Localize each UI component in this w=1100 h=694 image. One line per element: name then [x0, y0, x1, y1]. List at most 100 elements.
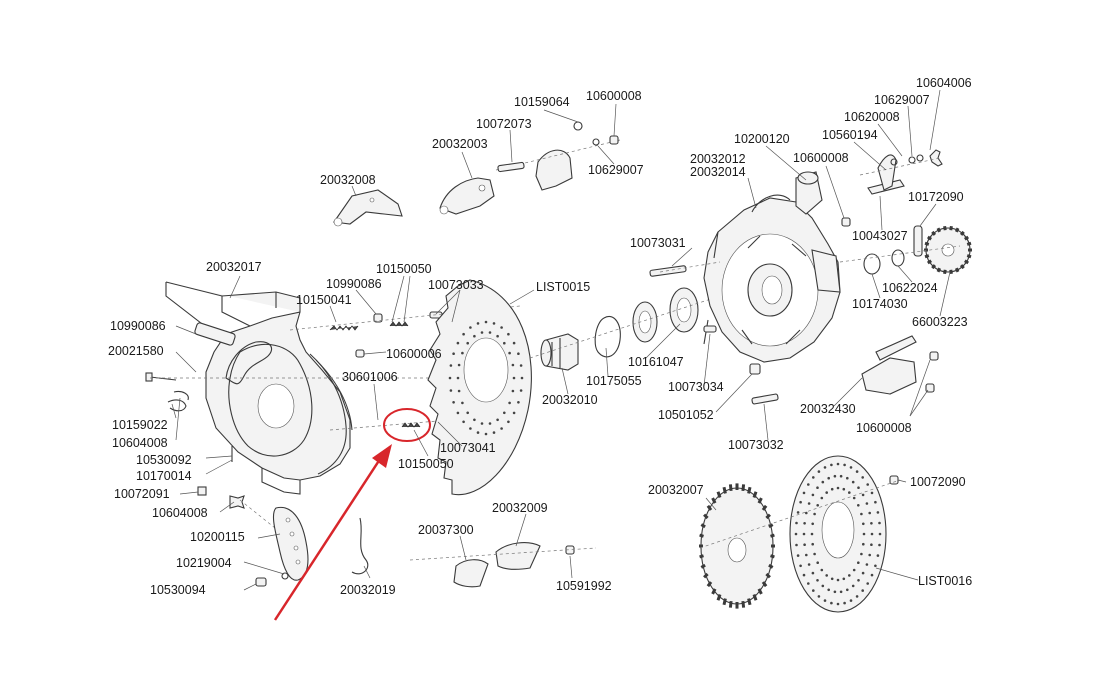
sprocket-tooth — [711, 497, 717, 504]
disc-hole — [496, 334, 499, 338]
disc-hole — [496, 418, 499, 422]
sprocket-tooth — [768, 563, 774, 569]
disc-hole — [820, 496, 824, 500]
disc-hole — [817, 470, 821, 473]
label-30601006: 30601006 — [342, 370, 398, 384]
disc-hole — [821, 584, 825, 588]
right-top-small-parts — [839, 149, 972, 275]
disc-hole — [807, 483, 810, 486]
label-10604008: 10604008 — [112, 436, 168, 450]
disc-hole — [805, 511, 808, 515]
left-hopper-housing — [165, 281, 353, 495]
disc-hole — [874, 500, 877, 504]
sprocket-66003223 — [924, 225, 972, 275]
label-10600008: 10600008 — [856, 421, 912, 435]
disc-hole — [878, 543, 881, 547]
disc-hole — [820, 568, 824, 572]
label-10629007: 10629007 — [874, 93, 930, 107]
label-20032009: 20032009 — [492, 501, 548, 515]
agitator-parts — [255, 506, 369, 587]
sprocket-tooth — [703, 572, 709, 579]
sprocket-tooth — [716, 491, 722, 498]
label-10150041: 10150041 — [296, 293, 352, 307]
disc-hole — [876, 511, 880, 514]
disc-hole — [512, 411, 516, 415]
disc-hole — [795, 521, 798, 525]
sprocket-tooth — [936, 227, 942, 233]
disc-hole — [830, 463, 833, 467]
disc-hole — [816, 504, 819, 507]
disc-hole — [825, 574, 828, 577]
label-10604008: 10604008 — [152, 506, 208, 520]
sprocket-tooth — [747, 598, 752, 606]
sprocket-tooth — [700, 523, 706, 529]
sprocket-tooth — [711, 588, 717, 595]
sprocket-tooth — [959, 230, 965, 236]
disc-hole — [825, 491, 828, 494]
disc-hole — [508, 401, 511, 405]
disc-hole — [870, 532, 874, 536]
sprocket-tooth — [770, 533, 775, 538]
disc-hole — [857, 561, 860, 564]
disc-hole — [466, 341, 470, 345]
sprocket-tooth — [722, 486, 727, 494]
sprocket-tooth — [722, 598, 727, 606]
sprocket-tooth — [728, 600, 733, 608]
wear-plates — [409, 542, 597, 588]
disc-hole — [476, 431, 480, 434]
disc-hole — [821, 480, 825, 484]
disc-hole — [517, 401, 520, 404]
disc-hole — [484, 320, 488, 324]
label-20032017: 20032017 — [206, 260, 262, 274]
label-10170014: 10170014 — [136, 469, 192, 483]
disc-hole — [827, 588, 830, 592]
disc-hole — [462, 420, 465, 424]
label-20032003: 20032003 — [432, 137, 488, 151]
disc-hole — [836, 602, 840, 606]
disc-hole — [857, 486, 860, 490]
disc-hole — [812, 589, 815, 592]
bracket-20032008 — [333, 189, 403, 227]
disc-hole — [811, 571, 815, 575]
disc-hole — [457, 363, 461, 367]
disc-hole — [452, 352, 455, 356]
disc-hole — [512, 376, 516, 380]
highlight-arrow — [273, 455, 384, 621]
label-20021580: 20021580 — [108, 344, 164, 358]
disc-hole — [507, 420, 510, 424]
label-10530092: 10530092 — [136, 453, 192, 467]
disc-hole — [811, 493, 815, 497]
disc-hole — [866, 582, 869, 585]
disc-hole — [500, 326, 503, 329]
seed-disc-list0016 — [699, 455, 901, 613]
sprocket-tooth — [765, 513, 771, 520]
sprocket-tooth — [741, 600, 746, 608]
disc-hole — [511, 389, 515, 393]
highlight-circle — [383, 408, 431, 442]
disc-hole — [519, 364, 523, 367]
sprocket-tooth — [931, 264, 937, 270]
label-list0015: LIST0015 — [536, 280, 590, 294]
disc-hole — [794, 532, 798, 536]
disc-hole — [839, 590, 843, 594]
part-number-labels: 10604006 10629007 10620008 10560194 1060… — [108, 76, 972, 597]
disc-hole — [874, 564, 877, 568]
disc-hole — [480, 422, 484, 425]
disc-hole — [492, 322, 496, 325]
sprocket-tooth — [765, 572, 771, 579]
disc-holes-list0016 — [794, 462, 882, 606]
disc-hole — [846, 476, 849, 480]
disc-hole — [862, 542, 865, 546]
disc-holes-list0015 — [448, 320, 524, 436]
disc-hole — [855, 470, 859, 473]
label-20032008: 20032008 — [320, 173, 376, 187]
sprocket-tooth — [752, 491, 758, 498]
disc-hole — [817, 595, 821, 598]
label-10219004: 10219004 — [176, 556, 232, 570]
disc-hole — [500, 427, 503, 430]
disc-hole — [456, 341, 460, 345]
sprocket-tooth — [943, 225, 947, 231]
label-10174030: 10174030 — [852, 297, 908, 311]
sprocket-tooth — [963, 235, 970, 241]
